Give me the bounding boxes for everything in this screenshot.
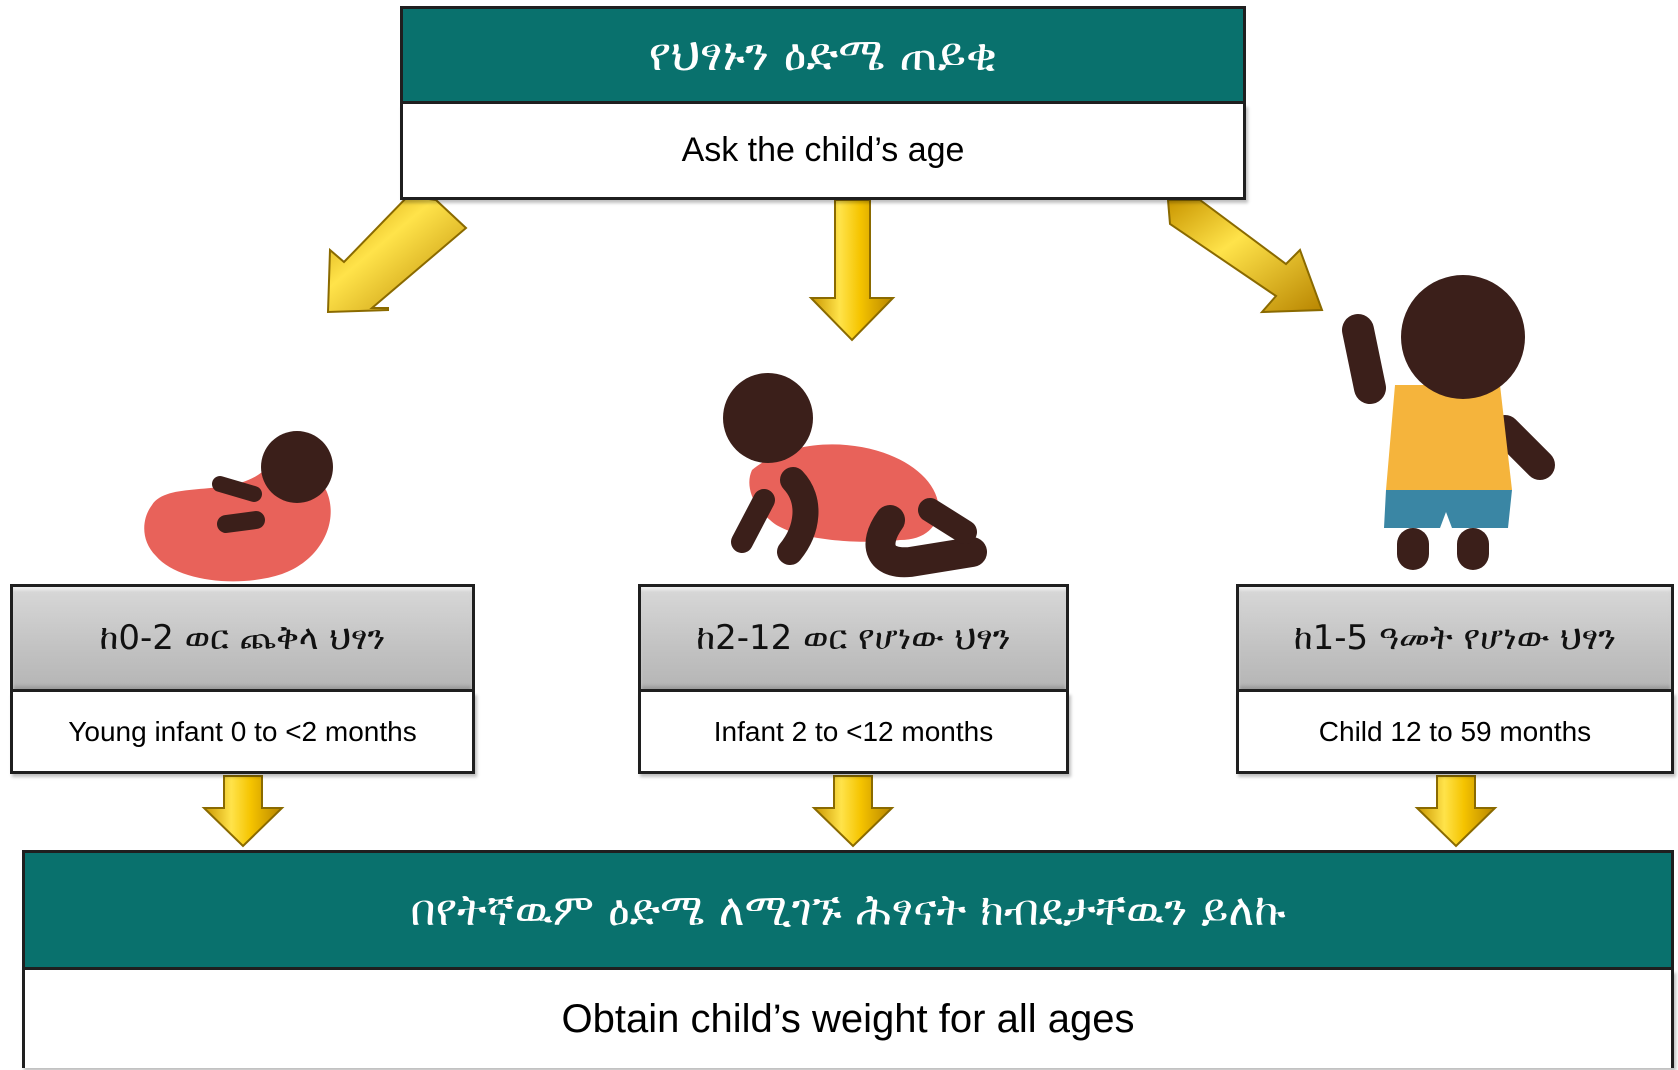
group-young-infant-amharic-text: ከ0-2 ወር ጨቅላ ህፃን [99,618,386,658]
group-infant-english-text: Infant 2 to <12 months [713,715,994,747]
arrow-down-left-bottom-icon [201,775,285,848]
group-infant-box: ከ2-12 ወር የሆነው ህፃን Infant 2 to <12 months [638,584,1069,774]
ask-age-box: የህፃኑን ዕድሜ ጠይቂ Ask the child’s age [400,6,1246,200]
ask-age-english-row: Ask the child’s age [400,104,1246,200]
arrow-down-right-bottom-icon [1414,775,1498,848]
group-infant-amharic-header: ከ2-12 ወር የሆነው ህፃን [638,584,1069,692]
group-young-infant-english-row: Young infant 0 to <2 months [10,692,475,774]
crawling-infant-icon [723,373,987,578]
group-infant-english-row: Infant 2 to <12 months [638,692,1069,774]
ask-age-amharic-header: የህፃኑን ዕድሜ ጠይቂ [400,6,1246,104]
ask-age-english-text: Ask the child’s age [681,131,965,169]
weight-amharic-text: በየትኛዉም ዕድሜ ለሚገኙ ሕፃናት ክብደታቸዉን ይለኩ [410,884,1286,936]
group-young-infant-box: ከ0-2 ወር ጨቅላ ህፃን Young infant 0 to <2 mon… [10,584,475,774]
ask-age-amharic-text: የህፃኑን ዕድሜ ጠይቂ [648,27,998,81]
weight-box: በየትኛዉም ዕድሜ ለሚገኙ ሕፃናት ክብደታቸዉን ይለኩ Obtain … [22,850,1674,1068]
weight-english-row: Obtain child’s weight for all ages [22,970,1674,1068]
group-child-english-row: Child 12 to 59 months [1236,692,1674,774]
group-child-amharic-header: ከ1-5 ዓመት የሆነው ህፃን [1236,584,1674,692]
group-child-amharic-text: ከ1-5 ዓመት የሆነው ህፃን [1293,618,1617,658]
standing-child-icon [1342,275,1555,570]
arrow-down-left-icon [326,194,468,314]
group-child-box: ከ1-5 ዓመት የሆነው ህፃን Child 12 to 59 months [1236,584,1674,774]
arrow-down-center-bottom-icon [811,775,895,848]
arrow-down-center-icon [808,199,896,342]
arrow-down-right-icon [1166,199,1324,314]
group-child-english-text: Child 12 to 59 months [1318,715,1592,747]
lying-baby-icon [144,431,333,582]
group-young-infant-english-text: Young infant 0 to <2 months [68,715,417,747]
weight-english-text: Obtain child’s weight for all ages [561,996,1135,1041]
group-young-infant-amharic-header: ከ0-2 ወር ጨቅላ ህፃን [10,584,475,692]
weight-amharic-header: በየትኛዉም ዕድሜ ለሚገኙ ሕፃናት ክብደታቸዉን ይለኩ [22,850,1674,970]
group-infant-amharic-text: ከ2-12 ወር የሆነው ህፃን [696,618,1011,658]
